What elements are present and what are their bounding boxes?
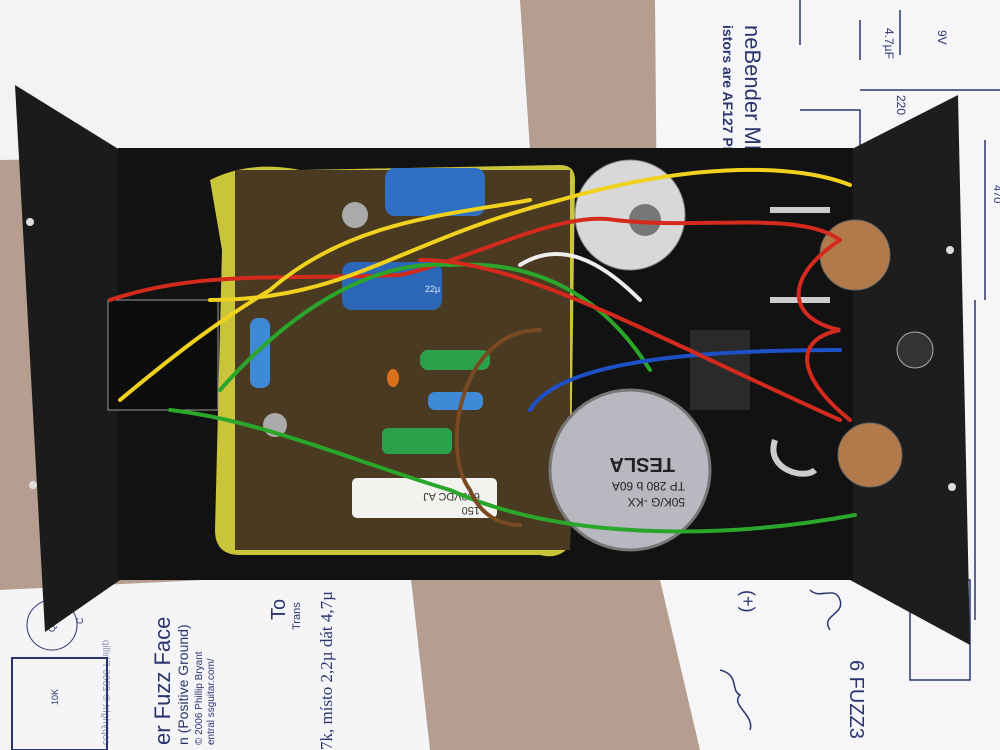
pot-value: 50K/G -KX — [628, 495, 685, 509]
white-cap-rating: 630VDC AJ — [423, 490, 480, 502]
resistor-drawing-label: 10K — [50, 689, 60, 705]
wire-red — [108, 216, 842, 302]
screw-hole — [26, 218, 34, 226]
left-flap — [15, 85, 120, 632]
pot-model: TP 280 b 60A — [612, 479, 685, 493]
right-flap — [850, 95, 970, 645]
wires — [108, 167, 857, 534]
output-jack — [837, 422, 903, 488]
wire-brown — [454, 328, 542, 527]
input-jack — [819, 219, 891, 291]
cap-value: 22µ — [425, 284, 440, 294]
mirrored-text: copyright © 2006 Phillip — [100, 639, 111, 745]
pin-label: C — [75, 617, 85, 624]
wire-white — [518, 251, 642, 302]
wire-red-3 — [796, 238, 852, 422]
screw-hole — [948, 483, 956, 491]
white-cap-value: 150 — [462, 504, 480, 516]
fuzzface-copyright: © 2006 Phillip Bryant — [194, 651, 205, 745]
wire-blue — [528, 348, 842, 412]
resistor — [250, 318, 270, 388]
note-handwritten: 7k, místo 2,2µ dát 4,7µ — [317, 591, 336, 750]
note-bottom: To Trans — [268, 599, 303, 630]
ceramic-cap — [387, 369, 399, 387]
pcb-outline-drawing — [11, 657, 108, 750]
resistor — [428, 392, 483, 410]
battery-label: 9V — [935, 30, 949, 45]
film-cap — [420, 350, 490, 370]
fuzzface-url: entral ssguitar.com/ — [206, 658, 217, 745]
schematic-bottom-left: er Fuzz Face n (Positive Ground) © 2006 … — [11, 599, 217, 750]
white-capacitor — [352, 478, 497, 518]
wire-green — [168, 408, 857, 534]
note-subtitle: Trans — [291, 602, 303, 630]
footswitch — [107, 299, 219, 411]
handwriting-fuzz: 6 FUZZ3 — [845, 660, 867, 739]
fuzzface-subtitle: n (Positive Ground) — [175, 624, 191, 745]
note-title: To — [268, 599, 290, 620]
electrolytic-cap-1 — [385, 168, 485, 216]
pcb: 22µ 150 630VDC AJ — [210, 165, 575, 557]
wire-red-2 — [418, 258, 842, 422]
handwriting-plus: (+) — [738, 590, 758, 613]
paper-top-left — [0, 0, 530, 160]
pot-tesla-body — [548, 388, 712, 552]
wire-yellow-2 — [208, 167, 852, 302]
schematic-title: neBender MKII — [740, 25, 765, 172]
resistor-label: 470 — [991, 185, 1000, 203]
cap2-label: 220 — [894, 95, 908, 115]
foam-pad — [690, 330, 750, 410]
fuzzface-title: er Fuzz Face — [150, 617, 175, 745]
transistor-can — [342, 202, 368, 228]
pot-tesla: 50K/G -KX TP 280 b 60A TESLA — [548, 388, 712, 552]
pot-shaft — [629, 204, 661, 236]
dc-jack — [896, 331, 934, 369]
screw-hole — [946, 246, 954, 254]
film-cap — [382, 428, 452, 454]
wire-yellow — [118, 198, 532, 402]
pot-brand: TESLA — [609, 453, 675, 475]
schematic-right: neBender MKII istors are AF127 PNP 9V 4.… — [720, 0, 1000, 620]
cap-label: 4.7µF — [882, 28, 896, 59]
electrolytic-cap-2 — [342, 262, 442, 310]
screw-hole — [29, 481, 37, 489]
schematic-subtitle: istors are AF127 PNP — [720, 25, 736, 166]
